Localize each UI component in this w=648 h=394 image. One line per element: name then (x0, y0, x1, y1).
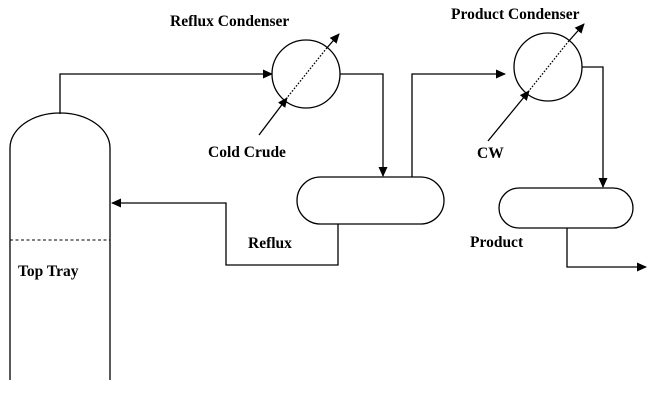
product-label: Product (470, 234, 524, 251)
condensate-to-drum-line (340, 73, 388, 177)
top-tray-label: Top Tray (18, 263, 79, 280)
cw-label: CW (477, 145, 504, 162)
reflux-return-line (111, 198, 339, 266)
product-outlet-line (566, 228, 647, 272)
product-condenser (487, 23, 585, 142)
overhead-vapor-line (59, 69, 273, 114)
cw-outlet-arrow (567, 23, 585, 43)
reflux-condenser-coil (285, 48, 327, 100)
reflux-drum (296, 176, 445, 225)
product-condensate-line (582, 66, 608, 188)
cw-inlet-arrow (487, 90, 530, 142)
distillation-column (9, 112, 111, 380)
product-condenser-label: Product Condenser (451, 6, 580, 23)
product-drum (498, 187, 634, 229)
reflux-condenser (258, 33, 341, 136)
column-shell (9, 112, 111, 380)
cold-crude-label: Cold Crude (208, 144, 286, 161)
product-condenser-coil (527, 41, 569, 93)
cold-crude-inlet-arrow (258, 97, 288, 136)
cold-crude-outlet-arrow (325, 33, 340, 50)
reflux-condenser-label: Reflux Condenser (170, 13, 289, 30)
drum-vapor-line (411, 69, 506, 177)
reflux-label: Reflux (248, 235, 292, 252)
